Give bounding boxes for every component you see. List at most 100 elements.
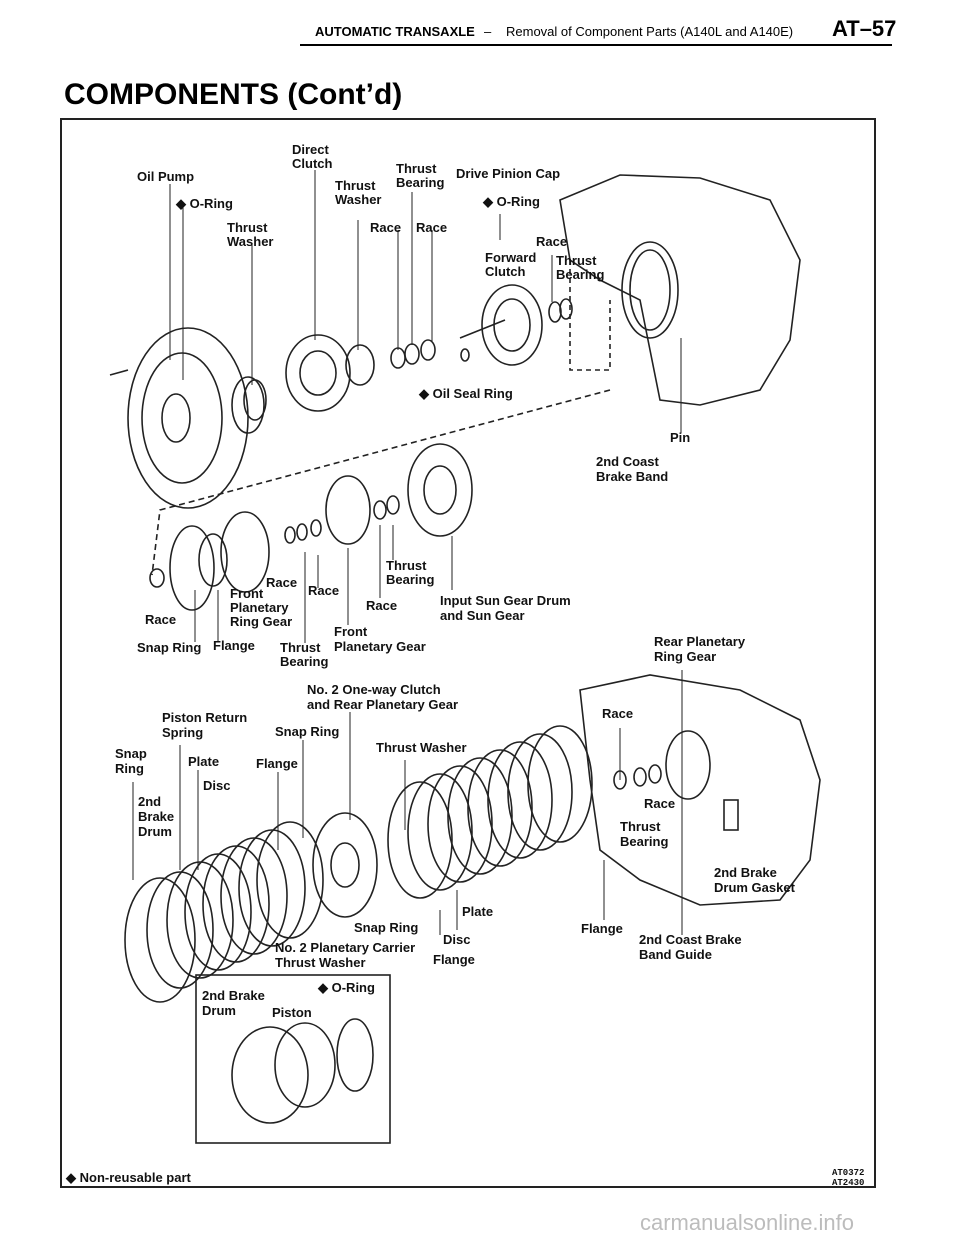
figure-code-1: AT0372 — [832, 1168, 864, 1178]
label-thrust-bearing-3a: Thrust — [280, 640, 321, 655]
label-race-1: Race — [370, 220, 401, 235]
race-7 — [373, 500, 387, 520]
label-thrust-washer-1b: Washer — [227, 234, 273, 249]
label-race-8: Race — [602, 706, 633, 721]
label-flange-2: Flange — [256, 756, 298, 771]
oil-pump — [127, 327, 249, 509]
label-front-planetary-gear-a: Front — [334, 624, 368, 639]
race-6 — [310, 519, 322, 537]
label-oil-pump: Oil Pump — [137, 169, 194, 184]
front-planetary-ring-gear — [220, 511, 270, 593]
label-snap-ring-4: Snap Ring — [354, 920, 418, 935]
race-5 — [284, 526, 296, 544]
label-forward-clutch-b: Clutch — [485, 264, 526, 279]
label-inset-brake-drum-b: Drum — [202, 1003, 236, 1018]
label-carrier-thrust-washer-b: Thrust Washer — [275, 955, 366, 970]
label-o-ring-1: ◆ O-Ring — [175, 196, 233, 211]
header-separator: – — [484, 24, 492, 39]
front-planetary-gear — [325, 475, 371, 545]
label-snap-ring-3b: Ring — [115, 761, 144, 776]
label-one-way-clutch-b: and Rear Planetary Gear — [307, 697, 458, 712]
label-race-3: Race — [536, 234, 567, 249]
label-thrust-washer-2b: Washer — [335, 192, 381, 207]
thrust-washer-2 — [345, 344, 375, 386]
label-oil-seal-ring: ◆ Oil Seal Ring — [418, 386, 513, 401]
snap-ring-2 — [146, 871, 214, 989]
label-thrust-bearing-4a: Thrust — [386, 558, 427, 573]
label-forward-clutch-a: Forward — [485, 250, 536, 265]
forward-clutch — [481, 284, 543, 366]
header-rule — [300, 44, 892, 46]
label-coast-brake-band-guide-b: Band Guide — [639, 947, 712, 962]
race-1 — [390, 347, 406, 369]
label-coast-brake-band-a: 2nd Coast — [596, 454, 660, 469]
label-race-4: Race — [145, 612, 176, 627]
coast-brake-band — [621, 241, 679, 339]
label-inset-o-ring: ◆ O-Ring — [317, 980, 375, 995]
inset-piston — [274, 1022, 336, 1108]
header-subtitle: Removal of Component Parts (A140L and A1… — [506, 24, 794, 39]
disc-pack — [387, 781, 453, 899]
label-input-sun-gear-b: and Sun Gear — [440, 608, 525, 623]
label-input-sun-gear-a: Input Sun Gear Drum — [440, 593, 571, 608]
label-direct-clutch-a: Direct — [292, 142, 330, 157]
figure-code-2: AT2430 — [832, 1178, 864, 1188]
page-title: COMPONENTS (Cont’d) — [64, 78, 403, 111]
figure-frame — [60, 118, 876, 1188]
label-thrust-bearing-3b: Bearing — [280, 654, 328, 669]
label-brake-drum-gasket-b: Drum Gasket — [714, 880, 796, 895]
one-way-clutch — [312, 812, 378, 918]
label-disc-1: Disc — [203, 778, 230, 793]
thrust-bearing-3 — [296, 523, 308, 541]
label-front-planetary-ring-gear-b: Planetary — [230, 600, 289, 615]
assembly-line — [151, 389, 611, 576]
label-brake-drum-1b: Brake — [138, 809, 174, 824]
label-snap-ring-2: Snap Ring — [275, 724, 339, 739]
label-rear-planetary-ring-gear-a: Rear Planetary — [654, 634, 746, 649]
label-front-planetary-ring-gear-a: Front — [230, 586, 264, 601]
label-piston-return-spring-a: Piston Return — [162, 710, 247, 725]
label-thrust-bearing-2a: Thrust — [556, 253, 597, 268]
label-disc-2: Disc — [443, 932, 470, 947]
label-snap-ring-1: Snap Ring — [137, 640, 201, 655]
race-3 — [548, 301, 562, 323]
o-ring-1 — [231, 376, 265, 434]
race-9 — [648, 764, 662, 784]
label-direct-clutch-b: Clutch — [292, 156, 333, 171]
label-thrust-washer-3: Thrust Washer — [376, 740, 467, 755]
label-plate-1: Plate — [188, 754, 219, 769]
label-coast-brake-band-b: Brake Band — [596, 469, 668, 484]
rear-planetary-ring-gear — [665, 730, 711, 800]
transaxle-case-lower — [579, 674, 821, 906]
thrust-bearing-5 — [633, 767, 647, 787]
header-section: AUTOMATIC TRANSAXLE — [315, 24, 475, 39]
label-inset-brake-drum-a: 2nd Brake — [202, 988, 265, 1003]
inset-o-ring — [336, 1018, 374, 1092]
label-inset-piston: Piston — [272, 1005, 312, 1020]
page-number: AT–57 — [832, 16, 897, 41]
label-front-planetary-ring-gear-c: Ring Gear — [230, 614, 292, 629]
inset-box — [195, 974, 391, 1144]
label-thrust-washer-2a: Thrust — [335, 178, 376, 193]
label-brake-drum-1c: Drum — [138, 824, 172, 839]
label-brake-drum-1a: 2nd — [138, 794, 161, 809]
legend-non-reusable: ◆ Non-reusable part — [65, 1170, 192, 1185]
label-thrust-bearing-1a: Thrust — [396, 161, 437, 176]
thrust-washer-1 — [243, 379, 267, 421]
label-carrier-thrust-washer-a: No. 2 Planetary Carrier — [275, 940, 415, 955]
label-race-7: Race — [366, 598, 397, 613]
snap-ring-1 — [169, 525, 215, 611]
label-thrust-bearing-4b: Bearing — [386, 572, 434, 587]
input-sun-gear-drum — [407, 443, 473, 537]
label-brake-drum-gasket-a: 2nd Brake — [714, 865, 777, 880]
label-piston-return-spring-b: Spring — [162, 725, 203, 740]
label-pin: Pin — [670, 430, 690, 445]
label-race-9: Race — [644, 796, 675, 811]
label-one-way-clutch-a: No. 2 One-way Clutch — [307, 682, 441, 697]
transaxle-case-upper — [559, 174, 801, 406]
flange-1 — [198, 533, 228, 587]
oil-seal-ring — [460, 348, 470, 362]
label-race-2: Race — [416, 220, 447, 235]
label-o-ring-2: ◆ O-Ring — [482, 194, 540, 209]
